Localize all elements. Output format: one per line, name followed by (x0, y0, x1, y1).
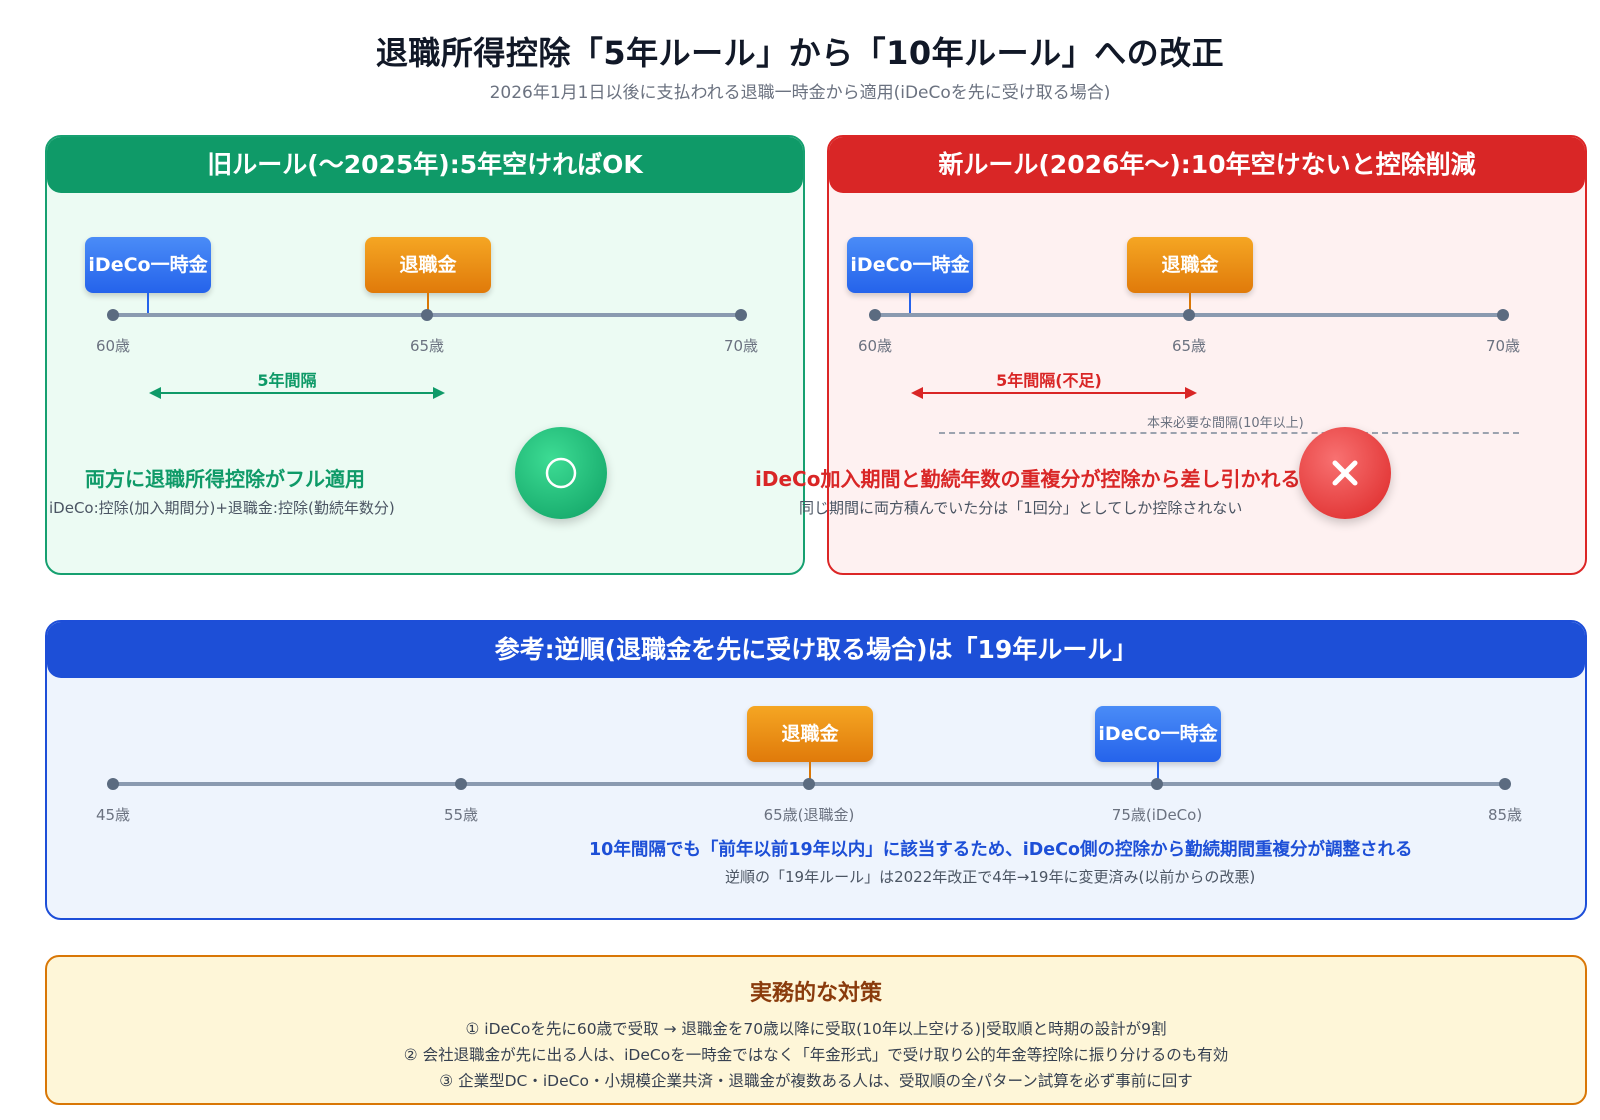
tips-panel: 実務的な対策 ① iDeCoを先に60歳で受取 → 退職金を70歳以降に受取(1… (45, 955, 1587, 1105)
timeline-dot (1151, 778, 1163, 790)
result-title: 10年間隔でも「前年以前19年以内」に該当するため、iDeCo側の控除から勤続期… (589, 840, 1413, 860)
timeline-dot (455, 778, 467, 790)
reference-header: 参考:逆順(退職金を先に受け取る場合)は「19年ルール」 (47, 622, 1585, 678)
retirement-stem (1189, 293, 1191, 313)
retirement-pay-box: 退職金 (1127, 237, 1253, 293)
result-note: 逆順の「19年ルール」は2022年改正で4年→19年に変更済み(以前からの改悪) (725, 868, 1256, 886)
timeline-dot (735, 309, 747, 321)
tick-label: 75歳(iDeCo) (1111, 806, 1203, 824)
tick-label: 65歳 (1171, 337, 1207, 355)
tips-title: 実務的な対策 (749, 981, 882, 1006)
tick-label: 60歳 (857, 337, 893, 355)
old-rule-panel: 旧ルール(〜2025年):5年空ければOK iDeCo一時金 退職金 60歳 6… (45, 135, 805, 575)
retirement-stem (809, 762, 811, 782)
timeline-dot (1183, 309, 1195, 321)
interval-label: 5年間隔(不足) (996, 371, 1102, 390)
tick-label: 60歳 (95, 337, 131, 355)
tips-item: ③ 企業型DC・iDeCo・小規模企業共済・退職金が複数ある人は、受取順の全パタ… (439, 1072, 1193, 1090)
ideco-stem (909, 293, 911, 313)
retirement-pay-box: 退職金 (747, 706, 873, 762)
retirement-pay-box: 退職金 (365, 237, 491, 293)
page-subtitle: 2026年1月1日以後に支払われる退職一時金から適用(iDeCoを先に受け取る場… (489, 83, 1111, 103)
old-rule-header: 旧ルール(〜2025年):5年空ければOK (47, 137, 803, 193)
timeline-dot (107, 778, 119, 790)
tips-item: ② 会社退職金が先に出る人は、iDeCoを一時金ではなく「年金形式」で受け取り公… (403, 1046, 1229, 1064)
tick-label: 65歳(退職金) (763, 806, 855, 824)
timeline-dot (1499, 778, 1511, 790)
retirement-stem (427, 293, 429, 313)
tick-label: 45歳 (95, 806, 131, 824)
timeline-dot (803, 778, 815, 790)
tick-label: 70歳 (1485, 337, 1521, 355)
circle-ok-icon (515, 427, 607, 519)
required-interval-line (939, 432, 1519, 434)
ideco-stem (147, 293, 149, 313)
tips-item: ① iDeCoを先に60歳で受取 → 退職金を70歳以降に受取(10年以上空ける… (465, 1020, 1167, 1038)
result-title: iDeCo加入期間と勤続年数の重複分が控除から差し引かれる (755, 467, 1301, 491)
timeline-dot (107, 309, 119, 321)
tick-label: 55歳 (443, 806, 479, 824)
timeline-dot (421, 309, 433, 321)
result-note: iDeCo:控除(加入期間分)+退職金:控除(勤続年数分) (49, 499, 395, 517)
ideco-lump-sum-box: iDeCo一時金 (1095, 706, 1221, 762)
new-rule-header: 新ルール(2026年〜):10年空けないと控除削減 (829, 137, 1585, 193)
ideco-stem (1157, 762, 1159, 782)
interval-arrow (149, 387, 445, 399)
timeline-dot (1497, 309, 1509, 321)
required-interval-label: 本来必要な間隔(10年以上) (1147, 416, 1304, 431)
result-title: 両方に退職所得控除がフル適用 (85, 467, 365, 491)
timeline-dot (869, 309, 881, 321)
interval-label: 5年間隔 (257, 371, 317, 390)
tick-label: 85歳 (1487, 806, 1523, 824)
page-title: 退職所得控除「5年ルール」から「10年ルール」への改正 (375, 34, 1225, 72)
result-note: 同じ期間に両方積んでいた分は「1回分」としてしか控除されない (799, 499, 1243, 517)
tick-label: 65歳 (409, 337, 445, 355)
new-rule-panel: 新ルール(2026年〜):10年空けないと控除削減 iDeCo一時金 退職金 6… (755, 135, 1587, 575)
ideco-lump-sum-box: iDeCo一時金 (85, 237, 211, 293)
cross-icon (1299, 427, 1391, 519)
reference-panel: 参考:逆順(退職金を先に受け取る場合)は「19年ルール」 退職金 iDeCo一時… (45, 620, 1587, 920)
interval-arrow (911, 387, 1197, 399)
tick-label: 70歳 (723, 337, 759, 355)
ideco-lump-sum-box: iDeCo一時金 (847, 237, 973, 293)
